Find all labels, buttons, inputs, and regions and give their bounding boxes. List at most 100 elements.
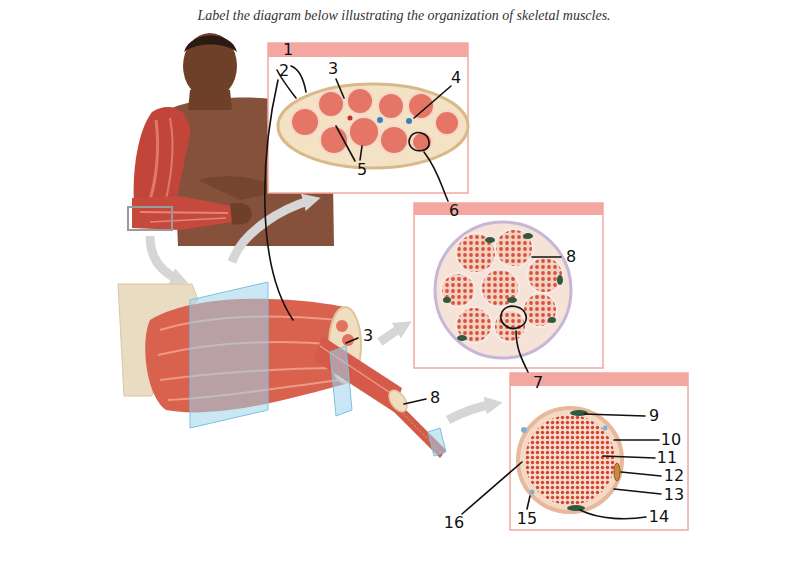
section-plane — [330, 346, 352, 416]
muscle-fiber — [523, 293, 557, 327]
leader-lines — [265, 66, 661, 519]
callout-number: 3 — [363, 327, 373, 345]
page-title: Label the diagram below illustrating the… — [0, 8, 808, 24]
inset-frame — [510, 373, 688, 530]
callout-number: 13 — [664, 486, 684, 504]
nucleus — [457, 335, 467, 341]
callout-number: 1 — [283, 41, 293, 59]
section-plane — [428, 428, 446, 456]
blood-vessel — [348, 116, 353, 121]
muscle-fiber — [481, 269, 519, 307]
muscle-fiber — [456, 233, 496, 273]
inset-frame — [268, 43, 468, 193]
inset-header — [268, 43, 468, 57]
leader-line — [580, 510, 646, 519]
blood-vessel — [406, 118, 412, 124]
muscle-fiber — [441, 273, 475, 307]
leader-line — [424, 152, 448, 201]
leader-line — [414, 86, 451, 118]
upper-arm-muscle — [134, 107, 191, 204]
callout-number: 12 — [664, 467, 684, 485]
leader-line — [516, 331, 528, 372]
nucleus — [443, 297, 451, 303]
hand — [230, 203, 252, 225]
leader-line — [532, 256, 561, 258]
nucleus — [557, 275, 563, 285]
forearm-muscle — [132, 196, 232, 230]
callout-number: 15 — [517, 510, 537, 528]
fascicles — [291, 88, 459, 154]
nucleus — [507, 297, 517, 303]
inset-header — [414, 203, 603, 215]
callout-number: 14 — [649, 508, 669, 526]
leader-line — [336, 79, 344, 98]
callout-number: 7 — [533, 374, 543, 392]
fascicle — [349, 117, 379, 147]
blood-vessel — [377, 117, 383, 123]
flow-arrow — [150, 236, 180, 280]
capillary — [603, 426, 608, 431]
fascicle — [408, 93, 434, 119]
muscle-streak — [140, 212, 228, 213]
fascicle — [291, 108, 319, 136]
whole-muscle — [118, 282, 446, 458]
muscle-fiber — [495, 229, 533, 267]
myofibrils — [525, 415, 615, 505]
callout-number: 4 — [451, 69, 461, 87]
capillary — [530, 490, 535, 495]
section-plane — [190, 282, 268, 428]
leader-line — [527, 496, 530, 509]
satellite-cell — [614, 463, 620, 481]
leader-line — [614, 489, 661, 494]
fascicle — [314, 336, 402, 412]
callout-number: 9 — [649, 407, 659, 425]
callout-number: 6 — [449, 202, 459, 220]
hair — [184, 36, 237, 53]
leader-line — [584, 414, 645, 416]
leader-line — [621, 472, 661, 476]
muscle-streak — [150, 218, 226, 222]
muscle-fiber — [456, 307, 492, 343]
perimysium — [435, 222, 571, 358]
hand-circle — [409, 133, 429, 151]
leader-line — [265, 80, 293, 320]
inset-frame — [414, 203, 603, 368]
fascicle — [318, 91, 344, 117]
nucleus — [570, 410, 588, 416]
fascicle-end-section — [385, 387, 410, 415]
inset-fiber-section — [510, 373, 688, 530]
callout-number: 16 — [444, 514, 464, 532]
nucleus — [523, 233, 533, 239]
inset-fascicle-section — [414, 203, 603, 368]
muscle-fiber — [527, 257, 563, 293]
sarcolemma — [518, 408, 622, 512]
hand-circle — [501, 306, 526, 328]
nucleus — [567, 505, 585, 511]
fascicle — [347, 88, 373, 114]
leader-line — [614, 439, 659, 441]
flow-arrow — [448, 404, 494, 420]
muscle-streak — [150, 120, 158, 200]
fascicle — [378, 93, 404, 119]
muscle-streak — [166, 118, 173, 200]
callout-number: 5 — [357, 161, 367, 179]
nucleus — [485, 237, 495, 243]
leader-line — [603, 456, 655, 458]
leader-line — [291, 66, 306, 92]
selection-box — [128, 207, 172, 230]
callout-number: 10 — [661, 431, 681, 449]
inset-muscle-section — [268, 43, 468, 193]
fascicle-end — [336, 320, 348, 332]
nucleus — [548, 317, 556, 323]
nuclei — [443, 233, 563, 341]
callout-number: 8 — [430, 389, 440, 407]
leader-line — [404, 399, 426, 404]
fascicle — [380, 126, 408, 154]
epimysium — [278, 84, 468, 168]
callout-number: 11 — [657, 449, 677, 467]
callout-number: 3 — [328, 60, 338, 78]
leader-line — [346, 338, 358, 343]
